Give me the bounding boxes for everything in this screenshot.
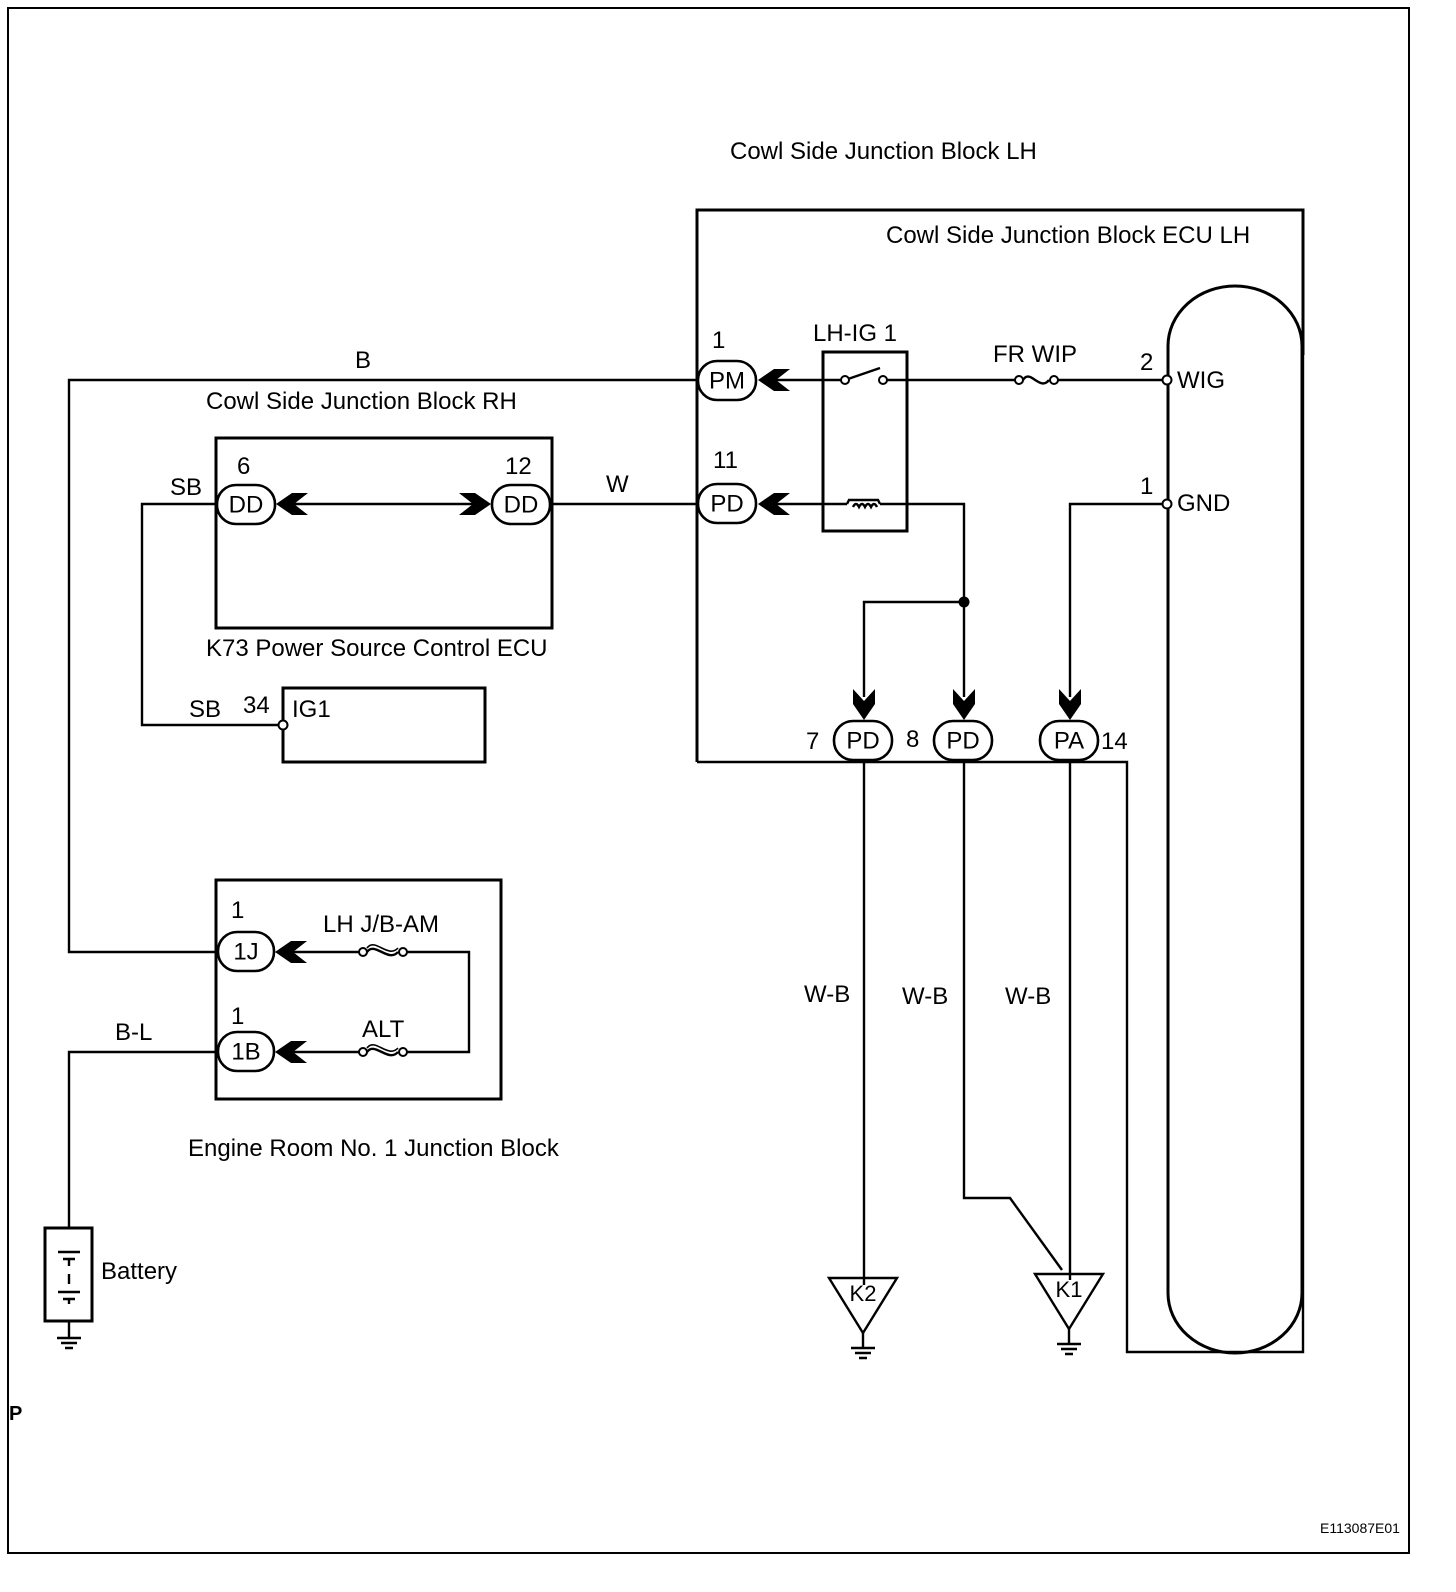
dd-right-pin: 12 bbox=[505, 453, 532, 480]
lh-jb-am-fuse-body bbox=[366, 944, 399, 952]
ig1-terminal bbox=[277, 719, 289, 731]
b1-code: 1B bbox=[231, 1039, 260, 1066]
pd-top-code: PD bbox=[710, 491, 743, 518]
pd-top-connector bbox=[696, 482, 758, 525]
wire-sb bbox=[140, 502, 279, 727]
wire-bl-label: B-L bbox=[115, 1019, 152, 1046]
wig-terminal bbox=[1161, 374, 1173, 386]
ig1-label: IG1 bbox=[292, 696, 331, 723]
battery-ground-icon bbox=[57, 1321, 81, 1350]
k73-title: K73 Power Source Control ECU bbox=[206, 635, 547, 662]
ground-k2-triangle bbox=[826, 1276, 900, 1336]
ground-k2-label: K2 bbox=[850, 1281, 877, 1306]
lh-jb-am-fuse-icon bbox=[366, 947, 399, 957]
alt-label: ALT bbox=[362, 1016, 405, 1043]
wire-w-label: W bbox=[606, 471, 629, 498]
wire-b-label: B bbox=[355, 347, 371, 374]
wire-wb-k1-a bbox=[962, 760, 1063, 1271]
cowl-lh-ecu-label: Cowl Side Junction Block ECU LH bbox=[886, 222, 1250, 249]
pm-pin: 1 bbox=[712, 327, 725, 354]
relay-lh-ig1 bbox=[821, 350, 909, 533]
pd-top-pin: 11 bbox=[713, 447, 738, 474]
pm-code: PM bbox=[709, 368, 745, 395]
cowl-lh-title: Cowl Side Junction Block LH bbox=[730, 138, 1037, 165]
wire-coil-to-ground bbox=[880, 502, 966, 697]
wire-splice-pd7 bbox=[862, 600, 964, 697]
relay-label: LH-IG 1 bbox=[813, 320, 897, 347]
page-frame bbox=[7, 7, 1410, 1554]
pd8-arrow-icon bbox=[953, 689, 975, 720]
b1-pin: 1 bbox=[231, 1003, 244, 1030]
j1-connector bbox=[216, 930, 276, 973]
relay-coil-loops bbox=[851, 502, 879, 510]
fr-wip-label: FR WIP bbox=[993, 341, 1077, 368]
ground-k2-icon bbox=[851, 1333, 875, 1360]
cowl-lh-ecu-outline bbox=[695, 208, 1305, 762]
dd-right-code: DD bbox=[504, 492, 539, 519]
pd7-arrow-icon bbox=[853, 689, 875, 720]
gnd-pin: 1 bbox=[1140, 473, 1153, 500]
fr-wip-fuse-icon bbox=[1021, 375, 1050, 385]
dd-left-code: DD bbox=[229, 492, 264, 519]
lh-jb-am-end-left bbox=[358, 947, 368, 957]
pa14-arrow-icon bbox=[1059, 689, 1081, 720]
figure-id: E113087E01 bbox=[1320, 1520, 1400, 1536]
pm-connector bbox=[696, 359, 758, 402]
pd-top-arrow-icon bbox=[758, 493, 790, 515]
dd-right-arrow-icon bbox=[459, 493, 491, 515]
wire-sb-bottom-label: SB bbox=[189, 696, 221, 723]
dd-left-pin: 6 bbox=[237, 453, 250, 480]
cowl-rh-title: Cowl Side Junction Block RH bbox=[206, 388, 517, 415]
alt-end-right bbox=[398, 1047, 408, 1057]
pa14-code: PA bbox=[1054, 728, 1084, 755]
wire-bl bbox=[67, 1050, 218, 1228]
pd8-code: PD bbox=[946, 728, 979, 755]
j1-pin: 1 bbox=[231, 897, 244, 924]
fr-wip-fuse-end-right bbox=[1049, 375, 1059, 385]
pm-arrow-icon bbox=[758, 369, 790, 391]
j1-code: 1J bbox=[233, 939, 258, 966]
dd-left-arrow-icon bbox=[276, 493, 308, 515]
alt-fuse-icon bbox=[366, 1047, 399, 1057]
relay-switch-blade bbox=[847, 366, 881, 381]
b1-arrow-icon bbox=[275, 1041, 307, 1063]
lh-jb-am-label: LH J/B-AM bbox=[323, 911, 439, 938]
gnd-label: GND bbox=[1177, 490, 1230, 517]
wire-sb-top-label: SB bbox=[170, 474, 202, 501]
relay-contact-left bbox=[840, 375, 850, 385]
wig-pin: 2 bbox=[1140, 349, 1153, 376]
corner-p-label: P bbox=[9, 1403, 22, 1425]
pa14-pin: 14 bbox=[1101, 728, 1128, 755]
ground-k1-label: K1 bbox=[1056, 1277, 1083, 1302]
wire-jb-loop bbox=[407, 950, 471, 1054]
ground-k1-icon bbox=[1057, 1329, 1081, 1356]
relay-coil-icon bbox=[845, 498, 882, 505]
battery-label: Battery bbox=[101, 1258, 177, 1285]
wire-gnd-pa bbox=[1068, 502, 1163, 697]
ecu-lh-body bbox=[1166, 284, 1304, 1355]
pd7-pin: 7 bbox=[806, 728, 819, 755]
engine-room-jb-box bbox=[214, 878, 503, 1101]
wire-b bbox=[67, 378, 697, 954]
wire-wb-label-1: W-B bbox=[804, 981, 850, 1008]
wire-wb-label-3: W-B bbox=[1005, 983, 1051, 1010]
pd7-code: PD bbox=[846, 728, 879, 755]
engine-room-title: Engine Room No. 1 Junction Block bbox=[188, 1135, 560, 1162]
k73-ecu-box bbox=[214, 436, 554, 630]
lh-jb-am-end-right bbox=[398, 947, 408, 957]
gnd-terminal bbox=[1161, 498, 1173, 510]
ground-k1-triangle bbox=[1032, 1272, 1106, 1332]
wig-label: WIG bbox=[1177, 367, 1225, 394]
fr-wip-fuse-end-left bbox=[1014, 375, 1024, 385]
ig1-pin: 34 bbox=[243, 692, 270, 719]
alt-end-left bbox=[358, 1047, 368, 1057]
relay-contact-right bbox=[878, 375, 888, 385]
alt-fuse-body bbox=[366, 1044, 399, 1052]
j1-arrow-icon bbox=[275, 941, 307, 963]
cowl-lh-bottom-wire bbox=[697, 300, 1305, 1354]
battery-icon bbox=[58, 1250, 80, 1304]
pd8-pin: 8 bbox=[906, 726, 919, 753]
wire-wb-label-2: W-B bbox=[902, 983, 948, 1010]
